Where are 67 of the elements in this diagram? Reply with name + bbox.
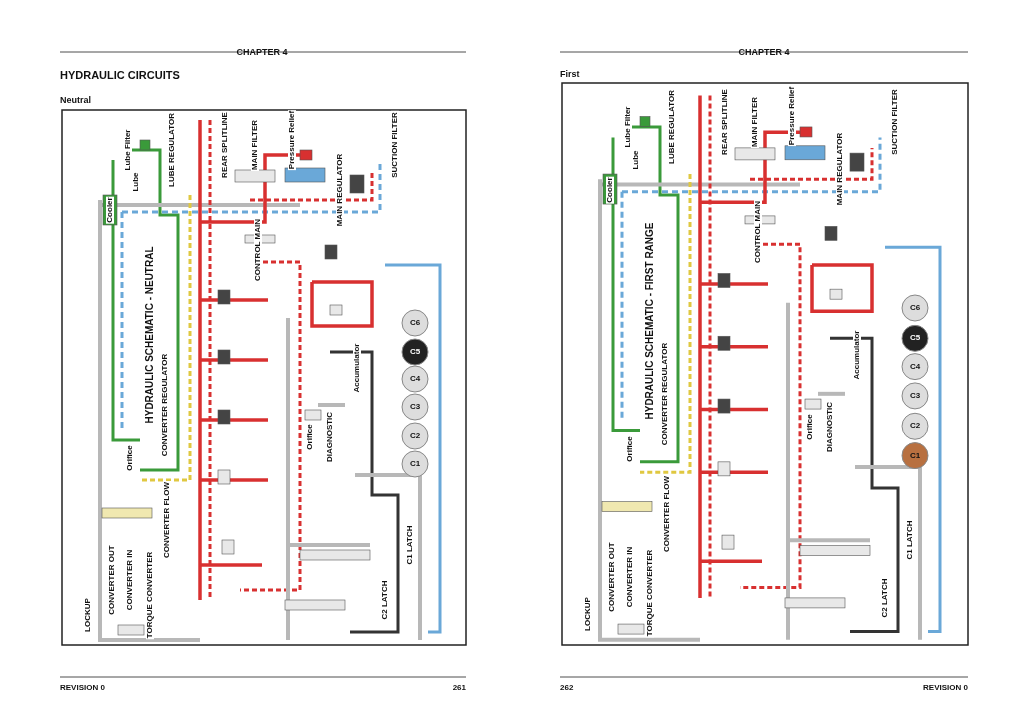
section-subtitle: Neutral	[60, 96, 91, 105]
component-label: CONTROL MAIN	[254, 217, 262, 283]
component-label: Lube Filter	[624, 105, 632, 149]
clutch-label: C6	[909, 304, 921, 312]
clutch-label: C2	[409, 432, 421, 440]
section-subtitle: First	[560, 70, 580, 79]
page-footer: REVISION 0	[60, 684, 105, 692]
component-label: CONVERTER REGULATOR	[161, 352, 169, 458]
component-label: Orifice	[306, 423, 314, 451]
component-label: TORQUE CONVERTER	[646, 548, 654, 637]
page-footer: REVISION 0	[923, 684, 968, 692]
component-label: CONVERTER FLOW	[163, 481, 171, 559]
page-header: CHAPTER 4	[236, 48, 288, 57]
component-label: CONVERTER OUT	[608, 541, 616, 613]
page-number: 262	[560, 684, 574, 692]
component-label: MAIN FILTER	[251, 118, 259, 172]
page-number: 261	[452, 684, 466, 692]
clutch-label: C1	[409, 460, 421, 468]
component-label: LOCKUP	[584, 595, 592, 632]
component-label: REAR SPLITLINE	[221, 111, 229, 179]
clutch-label: C6	[409, 319, 421, 327]
component-label: Lube	[132, 171, 140, 193]
component-label: Accumulator	[353, 342, 361, 394]
component-label: Orifice	[126, 444, 134, 472]
component-label: LUBE REGULATOR	[168, 112, 176, 188]
component-label: MAIN FILTER	[751, 95, 759, 148]
clutch-label: C3	[909, 391, 921, 400]
schematic-title: HYDRAULIC SCHEMATIC - NEUTRAL	[145, 245, 155, 425]
component-label: REAR SPLITLINE	[721, 87, 729, 156]
component-label: CONVERTER OUT	[108, 544, 116, 616]
component-label: CONTROL MAIN	[754, 199, 762, 264]
component-label: Cooler	[606, 176, 614, 204]
component-label: CONVERTER IN	[126, 548, 134, 612]
component-label: Lube	[632, 149, 640, 171]
schematic-title: HYDRAULIC SCHEMATIC - FIRST RANGE	[645, 221, 655, 421]
clutch-label: C4	[409, 375, 421, 383]
section-title: HYDRAULIC CIRCUITS	[60, 70, 180, 81]
clutch-label: C1	[909, 451, 921, 460]
component-label: C1 LATCH	[406, 524, 414, 566]
component-label: C2 LATCH	[881, 577, 889, 619]
component-label: MAIN REGULATOR	[336, 152, 344, 228]
clutch-label: C4	[909, 362, 921, 371]
component-label: DIAGNOSTIC	[826, 401, 834, 454]
component-label: Pressure Relief	[288, 109, 296, 171]
component-label: Lube Filter	[124, 128, 132, 172]
component-label: TORQUE CONVERTER	[146, 550, 154, 640]
component-label: CONVERTER REGULATOR	[661, 341, 669, 446]
component-label: Orifice	[806, 413, 814, 441]
component-label: LOCKUP	[84, 597, 92, 633]
component-label: MAIN REGULATOR	[836, 131, 844, 207]
clutch-label: C5	[909, 334, 921, 343]
clutch-label: C3	[409, 403, 421, 411]
component-label: C2 LATCH	[381, 579, 389, 621]
page-header: CHAPTER 4	[738, 48, 790, 57]
component-label: SUCTION FILTER	[891, 87, 899, 156]
component-label: DIAGNOSTIC	[326, 410, 334, 464]
component-label: LUBE REGULATOR	[668, 89, 676, 165]
component-label: CONVERTER IN	[626, 545, 634, 609]
component-label: Cooler	[106, 196, 114, 224]
component-label: SUCTION FILTER	[391, 111, 399, 179]
component-label: Pressure Relief	[788, 86, 796, 147]
component-label: CONVERTER FLOW	[663, 475, 671, 554]
component-label: Orifice	[626, 435, 634, 463]
component-label: Accumulator	[853, 329, 861, 381]
clutch-label: C2	[909, 422, 921, 431]
component-label: C1 LATCH	[906, 519, 914, 561]
clutch-label: C5	[409, 348, 421, 356]
